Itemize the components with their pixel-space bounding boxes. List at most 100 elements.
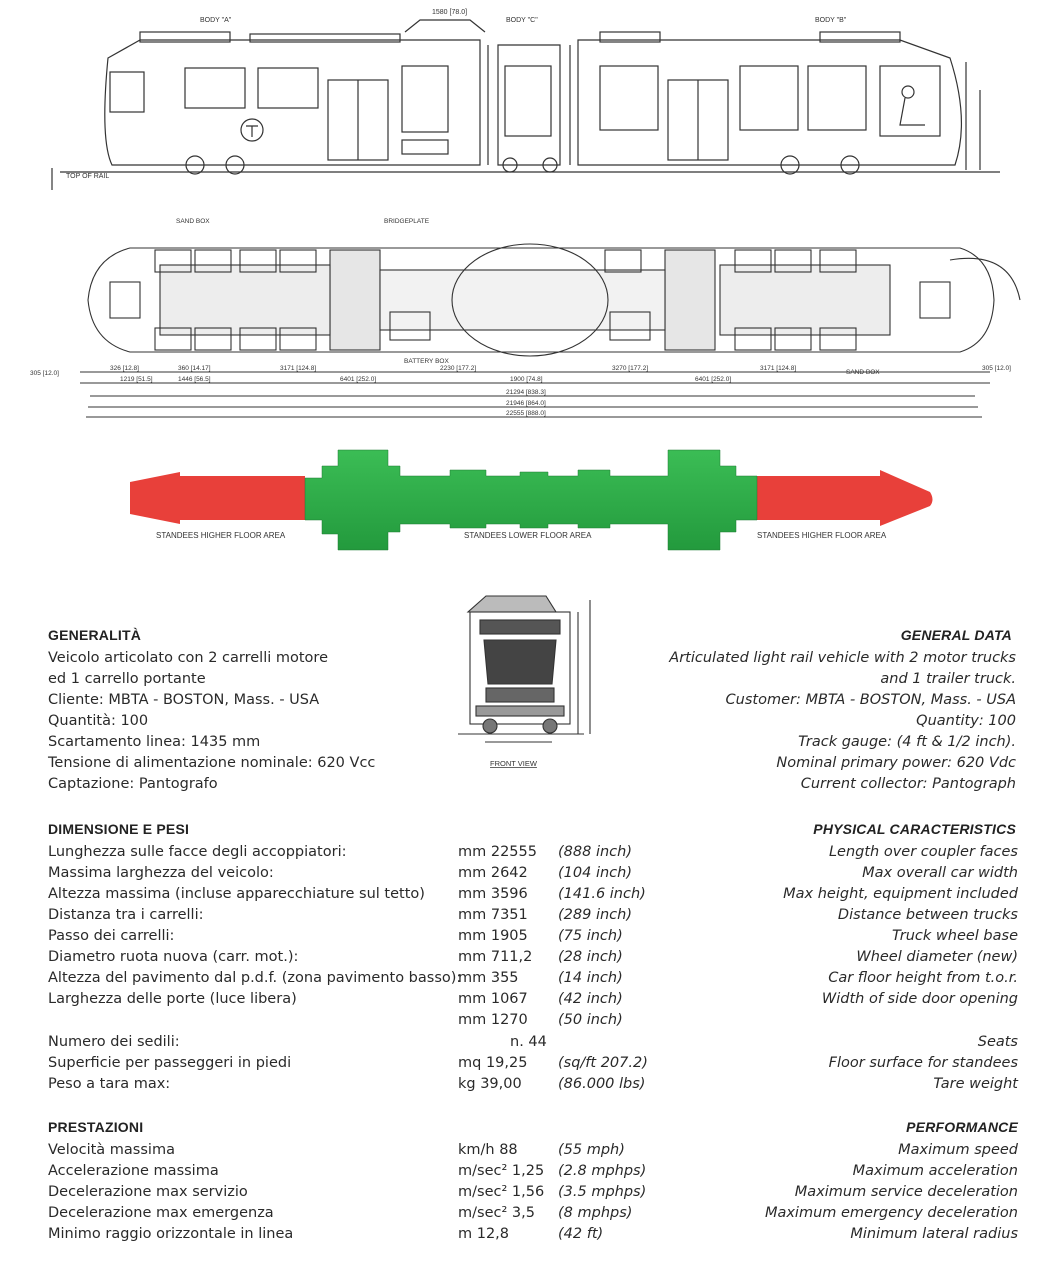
- general-en-line: Articulated light rail vehicle with 2 mo…: [669, 650, 1016, 666]
- general-it-line: Captazione: Pantografo: [48, 776, 218, 792]
- general-en-line: and 1 trailer truck.: [880, 671, 1016, 687]
- body-c-label: BODY "C": [506, 17, 538, 24]
- dim-326: 326 [12.8]: [110, 365, 139, 372]
- row-label-en: Minimum lateral radius: [850, 1226, 1018, 1242]
- table-row: Superficie per passeggeri in piedi mq 19…: [0, 1053, 1060, 1074]
- row-label-it: Lunghezza sulle facce degli accoppiatori…: [48, 844, 347, 860]
- general-en-line: Track gauge: (4 ft & 1/2 inch).: [798, 734, 1016, 750]
- row-label-en: Tare weight: [933, 1076, 1018, 1092]
- row-imperial: (28 inch): [558, 949, 623, 965]
- lower-floor-label: STANDEES LOWER FLOOR AREA: [464, 531, 592, 540]
- row-imperial: (141.6 inch): [558, 886, 646, 902]
- row-label-en: Floor surface for standees: [828, 1055, 1018, 1071]
- row-value: mm 1905: [458, 928, 528, 944]
- higher-floor-right-arrow: [757, 470, 933, 526]
- floor-area-diagram: STANDEES HIGHER FLOOR AREA STANDEES LOWE…: [130, 449, 933, 551]
- row-label-en: Wheel diameter (new): [856, 949, 1018, 965]
- table-row: Lunghezza sulle facce degli accoppiatori…: [0, 842, 1060, 863]
- row-imperial: (104 inch): [558, 865, 632, 881]
- row-value: m/sec² 3,5: [458, 1205, 535, 1221]
- dim-3171-right: 3171 [124.8]: [760, 365, 796, 372]
- general-title-en: GENERAL DATA: [900, 627, 1012, 643]
- general-it-line: Quantità: 100: [48, 713, 149, 729]
- row-label-it: Altezza del pavimento dal p.d.f. (zona p…: [48, 970, 462, 986]
- row-label-it: Larghezza delle porte (luce libera): [48, 991, 297, 1007]
- physical-title-en: PHYSICAL CARACTERISTICS: [813, 821, 1016, 837]
- row-label-it: Velocità massima: [48, 1142, 175, 1158]
- general-it-line: Cliente: MBTA - BOSTON, Mass. - USA: [48, 692, 320, 708]
- row-label-it: Distanza tra i carrelli:: [48, 907, 204, 923]
- body-b-label: BODY "B": [815, 17, 847, 24]
- row-label-en: Car floor height from t.o.r.: [828, 970, 1018, 986]
- performance-title-it: PRESTAZIONI: [48, 1119, 144, 1135]
- dim-6401-left: 6401 [252.0]: [340, 376, 376, 383]
- table-row: Massima larghezza del veicolo: mm 2642 (…: [0, 863, 1060, 884]
- row-label-it: Superficie per passeggeri in piedi: [48, 1055, 292, 1071]
- row-imperial: (86.000 lbs): [558, 1076, 646, 1092]
- row-label-it: Accelerazione massima: [48, 1163, 219, 1179]
- row-imperial: (sq/ft 207.2): [558, 1055, 648, 1071]
- row-label-en: Maximum service deceleration: [794, 1184, 1018, 1200]
- table-row: Minimo raggio orizzontale in linea m 12,…: [0, 1224, 1060, 1245]
- row-label-en: Truck wheel base: [892, 928, 1018, 944]
- higher-floor-label-left: STANDEES HIGHER FLOOR AREA: [156, 531, 286, 540]
- dim-305-right: 305 [12.0]: [982, 365, 1011, 372]
- table-row: Distanza tra i carrelli: mm 7351 (289 in…: [0, 905, 1060, 926]
- row-label-it: Peso a tara max:: [48, 1076, 171, 1092]
- row-imperial: (42 ft): [558, 1226, 604, 1242]
- row-value: n. 44: [510, 1034, 547, 1050]
- side-elevation-drawing: BODY "A" BODY "C" BODY "B" 1580 [78.0] T…: [51, 9, 1000, 190]
- row-label-en: Width of side door opening: [821, 991, 1018, 1007]
- body-a-label: BODY "A": [200, 17, 232, 24]
- row-label-en: Distance between trucks: [837, 907, 1018, 923]
- general-it-line: Tensione di alimentazione nominale: 620 …: [48, 755, 376, 771]
- table-row: Diametro ruota nuova (carr. mot.): mm 71…: [0, 947, 1060, 968]
- general-en-line: Customer: MBTA - BOSTON, Mass. - USA: [725, 692, 1016, 708]
- table-row: Altezza massima (incluse apparecchiature…: [0, 884, 1060, 905]
- row-label-it: Altezza massima (incluse apparecchiature…: [48, 886, 425, 902]
- row-label-en: Seats: [977, 1034, 1018, 1050]
- table-row: mm 1270 (50 inch): [0, 1010, 1060, 1031]
- row-label-en: Max height, equipment included: [783, 886, 1018, 902]
- row-imperial: (42 inch): [558, 991, 623, 1007]
- table-row: Numero dei sedili: n. 44 Seats: [0, 1032, 1060, 1053]
- row-value: km/h 88: [458, 1142, 518, 1158]
- general-en-line: Nominal primary power: 620 Vdc: [776, 755, 1016, 771]
- row-imperial: (2.8 mphps): [558, 1163, 647, 1179]
- general-it-line: Scartamento linea: 1435 mm: [48, 734, 261, 750]
- top-of-rail-label: TOP OF RAIL: [66, 173, 109, 180]
- general-en-line: Quantity: 100: [916, 713, 1016, 729]
- row-imperial: (14 inch): [558, 970, 623, 986]
- general-it-line: Veicolo articolato con 2 carrelli motore: [48, 650, 328, 666]
- row-label-it: Decelerazione max servizio: [48, 1184, 248, 1200]
- row-value: mm 711,2: [458, 949, 533, 965]
- table-row: Larghezza delle porte (luce libera) mm 1…: [0, 989, 1060, 1010]
- lower-floor-shape: [304, 449, 758, 551]
- row-label-it: Decelerazione max emergenza: [48, 1205, 274, 1221]
- row-value: m 12,8: [458, 1226, 510, 1242]
- dim-1446: 1446 [56.5]: [178, 376, 211, 383]
- row-imperial: (50 inch): [558, 1012, 623, 1028]
- row-label-en: Maximum speed: [898, 1142, 1018, 1158]
- row-value: mm 1270: [458, 1012, 528, 1028]
- row-value: m/sec² 1,25: [458, 1163, 545, 1179]
- table-row: Decelerazione max servizio m/sec² 1,56 (…: [0, 1182, 1060, 1203]
- row-label-en: Maximum acceleration: [852, 1163, 1018, 1179]
- dim-3171-left: 3171 [124.8]: [280, 365, 316, 372]
- table-row: Velocità massima km/h 88 (55 mph) Maximu…: [0, 1140, 1060, 1161]
- row-label-it: Numero dei sedili:: [48, 1034, 180, 1050]
- dim-total-22555: 22555 [888.0]: [506, 410, 546, 417]
- row-value: mm 1067: [458, 991, 528, 1007]
- front-view-label: FRONT VIEW: [490, 759, 538, 768]
- row-label-en: Length over coupler faces: [828, 844, 1018, 860]
- row-value: mm 3596: [458, 886, 528, 902]
- bridgeplate-label: BRIDGEPLATE: [384, 218, 430, 225]
- row-label-it: Passo dei carrelli:: [48, 928, 175, 944]
- row-value: mm 2642: [458, 865, 528, 881]
- higher-floor-left-arrow: [130, 472, 305, 524]
- front-view-drawing: FRONT VIEW: [458, 595, 591, 768]
- row-label-it: Diametro ruota nuova (carr. mot.):: [48, 949, 299, 965]
- row-imperial: (3.5 mphps): [558, 1184, 647, 1200]
- row-value: m/sec² 1,56: [458, 1184, 545, 1200]
- dim-total-21294: 21294 [838.3]: [506, 389, 546, 396]
